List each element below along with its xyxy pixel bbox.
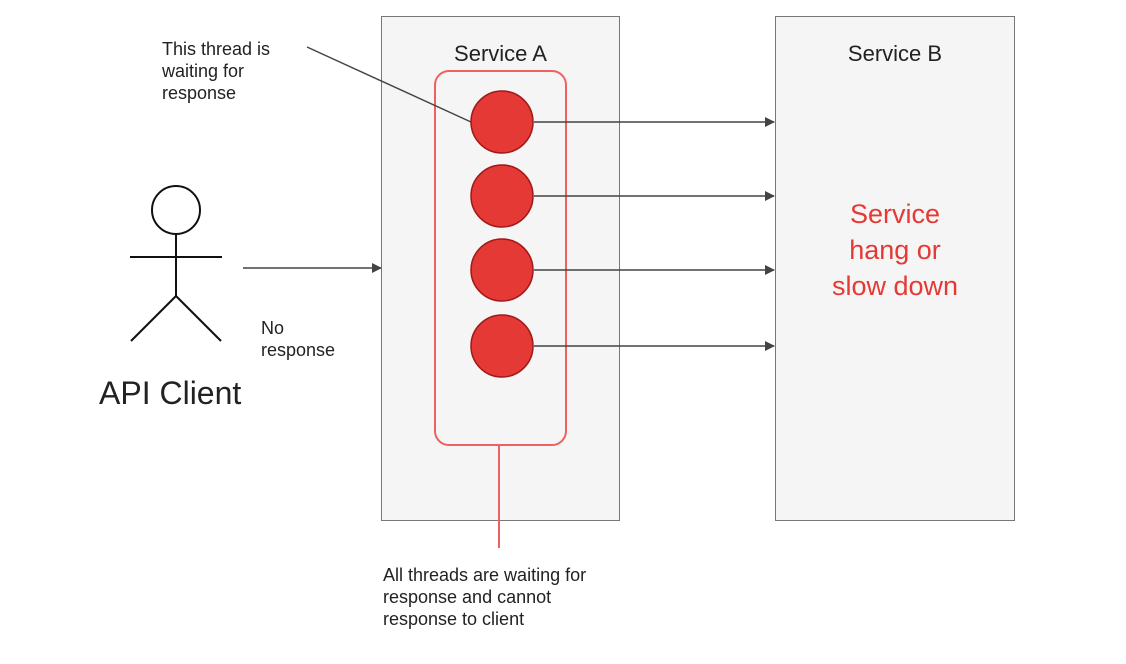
thread-circle [470, 164, 534, 228]
thread-waiting-note: This thread is waiting for response [162, 39, 271, 103]
thread-pool-outline [434, 70, 567, 446]
client-right-leg [175, 295, 222, 342]
thread-note-pointer-line [306, 46, 472, 123]
service-b-status-text: Service hang or slow down [831, 199, 959, 301]
no-response-note: No response [261, 318, 336, 360]
thread-circle [470, 238, 534, 302]
service-b-box: Service B [775, 16, 1015, 521]
client-head [151, 185, 201, 235]
all-threads-waiting-note: All threads are waiting for response and… [383, 565, 587, 629]
service-a-title: Service A [454, 41, 547, 66]
thread-circle [470, 90, 534, 154]
client-left-leg [130, 295, 177, 342]
api-client-figure-icon [130, 185, 222, 342]
api-client-label: API Client [99, 375, 242, 411]
thread-circle [470, 314, 534, 378]
service-b-title: Service B [847, 41, 943, 66]
